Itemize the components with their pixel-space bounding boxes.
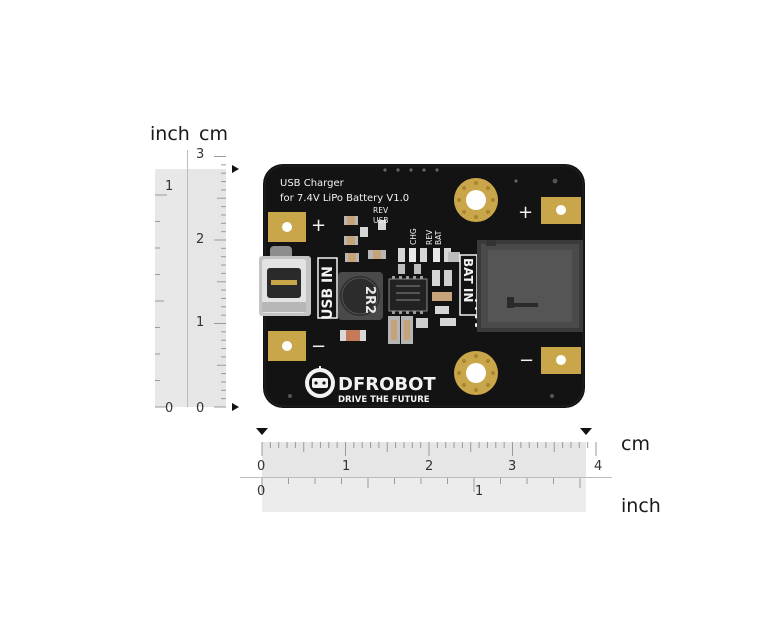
minus-mark-right: − — [519, 350, 534, 371]
vertical-inch-tick-0: 0 — [165, 401, 173, 416]
horizontal-ruler-cm-unit: cm — [621, 433, 650, 455]
horizontal-ruler-cm-strip — [262, 442, 586, 477]
smd-capacitors-top — [344, 216, 386, 262]
chg-label: CHG — [409, 228, 418, 245]
rev-bat-label-line1: REV — [425, 229, 434, 245]
rev-usb-label-line1: REV — [373, 206, 389, 215]
horizontal-ruler-inch-strip — [262, 478, 586, 512]
mounting-hole-top — [454, 178, 498, 222]
vertical-cm-tick-3: 3 — [196, 147, 204, 162]
horizontal-cm-tick-0: 0 — [257, 459, 265, 474]
dfrobot-logo: DFROBOT DRIVE THE FUTURE — [305, 366, 436, 405]
brand-tagline: DRIVE THE FUTURE — [338, 395, 430, 405]
inductor-2r2: 2R2 — [338, 272, 383, 320]
horizontal-ruler-inch-unit: inch — [621, 495, 661, 517]
vertical-cm-tick-2: 2 — [196, 232, 204, 247]
horizontal-ruler-left-marker — [256, 428, 268, 435]
plus-mark-right: + — [518, 202, 533, 223]
battery-connector[interactable] — [477, 240, 583, 332]
plus-mark-left: + — [311, 215, 326, 236]
horizontal-ruler-right-marker — [580, 428, 592, 435]
charger-ic — [388, 276, 428, 314]
smd-components-right — [432, 252, 460, 314]
horizontal-cm-tick-1: 1 — [342, 459, 350, 474]
pcb-bottom-dots — [288, 394, 554, 398]
minus-mark-left: − — [311, 336, 326, 357]
pcb-top-dots — [383, 168, 558, 184]
usb-charger-board: USB Charger for 7.4V LiPo Battery V1.0 +… — [259, 164, 585, 408]
vertical-ruler-bottom-marker — [232, 403, 239, 411]
horizontal-cm-tick-3: 3 — [508, 459, 516, 474]
micro-usb-connector[interactable] — [259, 246, 311, 316]
usb-in-label: USB IN — [320, 266, 336, 320]
vertical-ruler-cm-strip — [188, 169, 226, 407]
board-subtitle: for 7.4V LiPo Battery V1.0 — [280, 193, 409, 204]
rev-bat-label-line2: BAT — [434, 230, 443, 245]
bat-in-label: BAT IN — [461, 258, 475, 302]
horizontal-cm-tick-4: 4 — [594, 459, 602, 474]
rev-usb-label-line2: USB — [373, 216, 388, 225]
brand-name: DFROBOT — [338, 374, 436, 395]
vertical-ruler-inch-strip — [155, 169, 187, 407]
mounting-hole-bottom — [454, 351, 498, 395]
vertical-ruler-inch-unit: inch — [150, 123, 190, 145]
gold-pads — [268, 197, 581, 374]
inductor-label: 2R2 — [362, 286, 377, 314]
horizontal-inch-tick-0: 0 — [257, 484, 265, 499]
vertical-cm-tick-0: 0 — [196, 401, 204, 416]
vertical-ruler: 1 0 3 2 1 0 — [155, 147, 239, 416]
vertical-ruler-top-marker — [232, 165, 239, 173]
horizontal-inch-tick-1: 1 — [475, 484, 483, 499]
vertical-cm-tick-1: 1 — [196, 315, 204, 330]
vertical-ruler-cm-unit: cm — [199, 123, 228, 145]
vertical-inch-tick-1: 1 — [165, 179, 173, 194]
led-row — [398, 248, 451, 274]
board-title: USB Charger — [280, 178, 345, 189]
smd-capacitors-bottom — [340, 316, 456, 344]
horizontal-cm-tick-2: 2 — [425, 459, 433, 474]
horizontal-ruler: 0 1 2 3 4 0 1 — [240, 428, 612, 512]
